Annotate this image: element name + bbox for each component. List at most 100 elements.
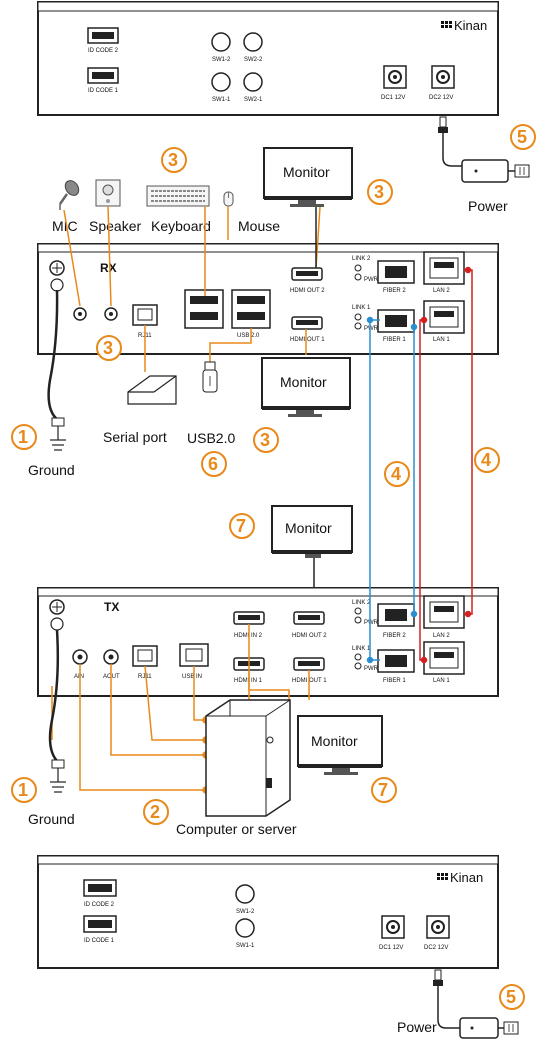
badge-1-rx-number: 1 — [18, 427, 28, 447]
dc2-jack — [431, 65, 455, 89]
brand-logo-bottom: Kinan — [437, 870, 483, 885]
switch-sw2-2 — [243, 32, 263, 52]
rx-pwr2-label: PWR 2 — [364, 277, 384, 283]
monitor-label-tx-out2: Monitor — [285, 520, 332, 536]
speaker-icon — [95, 179, 121, 207]
rx-pwr1-label: PWR 1 — [364, 326, 384, 332]
rx-fiber-2-port — [377, 260, 415, 284]
bottom-id-code-2-label: ID CODE 2 — [84, 902, 115, 908]
bottom-id-code-1-label: ID CODE 1 — [84, 938, 115, 944]
badge-5-top-number: 5 — [517, 127, 527, 147]
tx-link1-label: LINK 1 — [352, 646, 371, 652]
bottom-dc1-label: DC1 12V — [379, 945, 403, 951]
rx-fiber2-label: FIBER 2 — [383, 288, 406, 294]
badge-3-keyboard — [161, 147, 187, 173]
bottom-back-panel: ID CODE 2 ID CODE 1 SW1-2 SW1-1 DC1 12V … — [37, 855, 499, 969]
badge-4-fiber — [384, 461, 410, 487]
id-code-1-label: ID CODE 1 — [88, 88, 119, 94]
bottom-sw1-2-label: SW1-2 — [236, 909, 255, 915]
bottom-sw1-1-label: SW1-1 — [236, 943, 255, 949]
serial-port-label: Serial port — [103, 429, 167, 445]
tx-panel: TX AIN AOUT RJ11 USB IN HDMI IN 2 HDMI I… — [37, 587, 499, 697]
bottom-switch-sw1-1 — [235, 918, 255, 938]
badge-7-bottom-number: 7 — [378, 780, 388, 800]
dip-switch-id-code-1 — [87, 67, 119, 84]
computer-label: Computer or server — [176, 821, 297, 837]
tx-hdmi-out-1 — [293, 657, 325, 671]
badge-7-top-number: 7 — [236, 516, 246, 536]
rx-title: RX — [100, 261, 117, 275]
tx-hdmi-out-2-label: HDMI OUT 2 — [292, 633, 327, 639]
badge-3-serial — [96, 335, 122, 361]
power-label-bottom: Power — [397, 1019, 437, 1035]
badge-3-serial-number: 3 — [103, 338, 113, 358]
rx-hdmi-out-2 — [291, 267, 323, 281]
badge-3-monitor-top — [367, 179, 393, 205]
bottom-dc2-label: DC2 12V — [424, 945, 448, 951]
tx-lan1-label: LAN 1 — [433, 678, 450, 684]
rx-hdmi-out-1-label: HDMI OUT 1 — [290, 337, 325, 343]
monitor-tx-out1: Monitor — [297, 715, 383, 775]
tx-ain-label: AIN — [74, 674, 84, 680]
dc1-label: DC1 12V — [381, 95, 405, 101]
ground-symbol-rx — [47, 289, 66, 451]
badge-2 — [143, 799, 169, 825]
id-code-2-label: ID CODE 2 — [88, 48, 119, 54]
bottom-dc2-jack — [426, 915, 450, 939]
badge-5-top — [510, 124, 536, 150]
monitor-rx-out2: Monitor — [263, 147, 353, 207]
dip-switch-id-code-2-bottom — [83, 879, 117, 897]
tx-pwr2-label: PWR 2 — [364, 620, 384, 626]
power-label-top: Power — [468, 198, 508, 214]
badge-7-bottom — [371, 777, 397, 803]
dip-switch-id-code-1-bottom — [83, 915, 117, 933]
bottom-power-adapter — [433, 969, 519, 1039]
microphone-icon — [58, 180, 80, 210]
tx-fiber-1-port — [377, 649, 415, 673]
badge-3-monitor-rx-number: 3 — [260, 430, 270, 450]
keyboard-label: Keyboard — [151, 218, 211, 234]
badge-3-monitor-top-number: 3 — [374, 182, 384, 202]
usb-stick-icon — [202, 361, 218, 393]
badge-4-lan-number: 4 — [481, 450, 491, 470]
computer-tower-icon — [205, 699, 291, 817]
sw2-2-label: SW2-2 — [244, 57, 263, 63]
sw1-1-label: SW1-1 — [212, 97, 231, 103]
mouse-label: Mouse — [238, 218, 280, 234]
switch-sw1-1 — [211, 72, 231, 92]
ground-label-rx: Ground — [28, 462, 75, 478]
badge-1-tx — [11, 777, 37, 803]
badge-4-fiber-number: 4 — [391, 464, 401, 484]
rx-lan-1-port — [423, 300, 465, 334]
tx-fiber2-label: FIBER 2 — [383, 633, 406, 639]
tx-link2-label: LINK 2 — [352, 600, 371, 606]
rx-usb-label: USB 2.0 — [237, 333, 260, 339]
rx-lan2-label: LAN 2 — [433, 288, 450, 294]
sw2-1-label: SW2-1 — [244, 97, 263, 103]
top-power-adapter — [438, 116, 530, 183]
rx-hdmi-out-2-label: HDMI OUT 2 — [290, 288, 325, 294]
monitor-label-rx-out1: Monitor — [280, 374, 327, 390]
badge-6-number: 6 — [208, 454, 218, 474]
sw1-2-label: SW1-2 — [212, 57, 231, 63]
monitor-rx-out1: Monitor — [261, 357, 351, 417]
dip-switch-id-code-2 — [87, 27, 119, 44]
rx-lan-2-port — [423, 251, 465, 285]
tx-lan-1-port — [423, 641, 465, 675]
keyboard-icon — [146, 185, 210, 207]
badge-3-monitor-rx — [253, 427, 279, 453]
ground-label-tx: Ground — [28, 811, 75, 827]
brand-logo-top: Kinan — [441, 18, 487, 33]
tx-fiber1-label: FIBER 1 — [383, 678, 406, 684]
rx-fiber-1-port — [377, 309, 415, 333]
tx-fiber-2-port — [377, 603, 415, 627]
badge-2-number: 2 — [150, 802, 160, 822]
mic-label: MIC — [52, 218, 78, 234]
serial-port-device — [127, 375, 177, 405]
badge-3-keyboard-number: 3 — [168, 150, 178, 170]
rx-orange-cables — [63, 205, 321, 372]
badge-6 — [201, 451, 227, 477]
dc2-label: DC2 12V — [429, 95, 453, 101]
brand-name-top: Kinan — [454, 18, 487, 33]
